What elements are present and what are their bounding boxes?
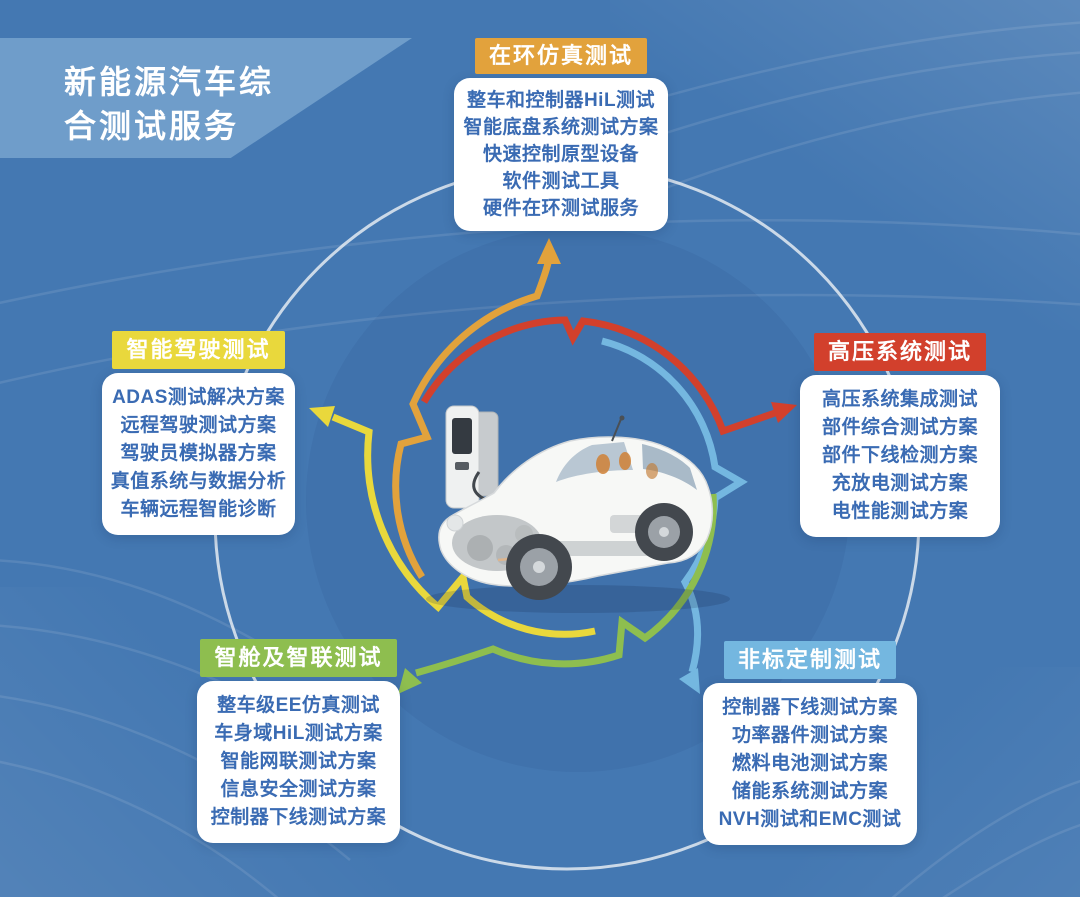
cycle-arrows	[309, 238, 797, 694]
category-item: NVH测试和EMC测试	[718, 809, 902, 830]
car-shadow	[426, 585, 730, 613]
page-title-line1: 新能源汽车综	[64, 64, 275, 100]
category-header: 智能驾驶测试	[112, 331, 285, 369]
category-group-intelligent-driving: 智能驾驶测试 ADAS测试解决方案 远程驾驶测试方案 驾驶员模拟器方案 真值系统…	[102, 331, 295, 535]
category-item: 信息安全测试方案	[220, 779, 377, 800]
wave-line	[0, 760, 279, 897]
category-item: 整车和控制器HiL测试	[466, 90, 656, 111]
charging-station-illustration	[445, 405, 499, 509]
category-card: 控制器下线测试方案 功率器件测试方案 燃料电池测试方案 储能系统测试方案 NVH…	[703, 683, 917, 845]
antenna	[611, 418, 622, 442]
category-item: 软件测试工具	[502, 171, 620, 192]
page-title: 新能源汽车综 合测试服务	[64, 60, 274, 148]
category-item: 储能系统测试方案	[731, 781, 888, 802]
down-right-arrow-icon	[679, 668, 700, 694]
category-item: 高压系统集成测试	[821, 389, 978, 410]
category-card: ADAS测试解决方案 远程驾驶测试方案 驾驶员模拟器方案 真值系统与数据分析 车…	[102, 373, 295, 535]
wave-line	[891, 779, 1080, 897]
cycle-arc-orange	[392, 262, 552, 579]
category-item: 功率器件测试方案	[731, 725, 888, 746]
category-item: 驾驶员模拟器方案	[120, 443, 277, 464]
category-group-hil-simulation: 在环仿真测试 整车和控制器HiL测试 智能底盘系统测试方案 快速控制原型设备 软…	[454, 38, 668, 231]
wave-line	[619, 51, 1080, 150]
ev-car-illustration	[438, 415, 714, 600]
rear-wheel	[635, 503, 693, 561]
down-left-arrow-icon	[398, 668, 422, 694]
right-arrow-icon	[771, 402, 797, 423]
category-item: 智能网联测试方案	[220, 751, 377, 772]
wave-line	[659, 91, 1080, 192]
category-header: 智舱及智联测试	[200, 639, 397, 677]
category-item: 车辆远程智能诊断	[120, 499, 277, 520]
category-item: 部件综合测试方案	[821, 417, 978, 438]
cycle-arrow-red	[420, 316, 797, 436]
category-header: 在环仿真测试	[474, 38, 647, 74]
category-item: 快速控制原型设备	[482, 144, 639, 165]
category-item: 部件下线检测方案	[821, 445, 978, 466]
category-group-custom-testing: 非标定制测试 控制器下线测试方案 功率器件测试方案 燃料电池测试方案 储能系统测…	[703, 641, 917, 845]
category-card: 整车和控制器HiL测试 智能底盘系统测试方案 快速控制原型设备 软件测试工具 硬…	[454, 78, 668, 231]
left-arrow-icon	[309, 406, 335, 427]
cycle-arrow-green	[398, 493, 717, 694]
charger-screen	[452, 418, 472, 454]
category-item: 电性能测试方案	[831, 501, 969, 522]
cycle-arrow-yellow	[309, 406, 596, 638]
category-item: 整车级EE仿真测试	[217, 695, 380, 716]
center-illustration	[426, 405, 730, 613]
wave-line	[599, 21, 1080, 117]
category-item: 硬件在环测试服务	[482, 198, 639, 219]
category-header: 非标定制测试	[723, 641, 896, 679]
category-item: 远程驾驶测试方案	[120, 415, 277, 436]
category-card: 整车级EE仿真测试 车身域HiL测试方案 智能网联测试方案 信息安全测试方案 控…	[197, 681, 400, 843]
wave-line	[942, 823, 1080, 897]
front-wheel	[506, 534, 572, 600]
category-item: 真值系统与数据分析	[110, 471, 287, 492]
category-item: 控制器下线测试方案	[210, 807, 387, 828]
headlight	[446, 514, 464, 532]
category-item: 燃料电池测试方案	[731, 753, 888, 774]
category-group-cabin-connectivity: 智舱及智联测试 整车级EE仿真测试 车身域HiL测试方案 智能网联测试方案 信息…	[197, 639, 400, 843]
category-item: 智能底盘系统测试方案	[463, 117, 659, 138]
category-group-high-voltage: 高压系统测试 高压系统集成测试 部件综合测试方案 部件下线检测方案 充放电测试方…	[800, 333, 1000, 537]
category-card: 高压系统集成测试 部件综合测试方案 部件下线检测方案 充放电测试方案 电性能测试…	[800, 375, 1000, 537]
up-arrow-icon	[537, 238, 561, 264]
cycle-arc-green	[415, 493, 717, 677]
windshield	[556, 442, 633, 482]
cycle-arrow-orange	[392, 238, 561, 579]
category-header: 高压系统测试	[813, 333, 986, 371]
side-window	[642, 444, 697, 490]
cycle-arc-red	[420, 316, 777, 436]
cycle-arc-yellow	[331, 413, 596, 638]
category-item: 控制器下线测试方案	[722, 697, 898, 718]
category-item: 充放电测试方案	[831, 473, 969, 494]
category-item: 车身域HiL测试方案	[214, 723, 383, 744]
category-item: ADAS测试解决方案	[112, 387, 285, 408]
car-seats	[596, 452, 658, 479]
page-title-line2: 合测试服务	[64, 108, 240, 144]
